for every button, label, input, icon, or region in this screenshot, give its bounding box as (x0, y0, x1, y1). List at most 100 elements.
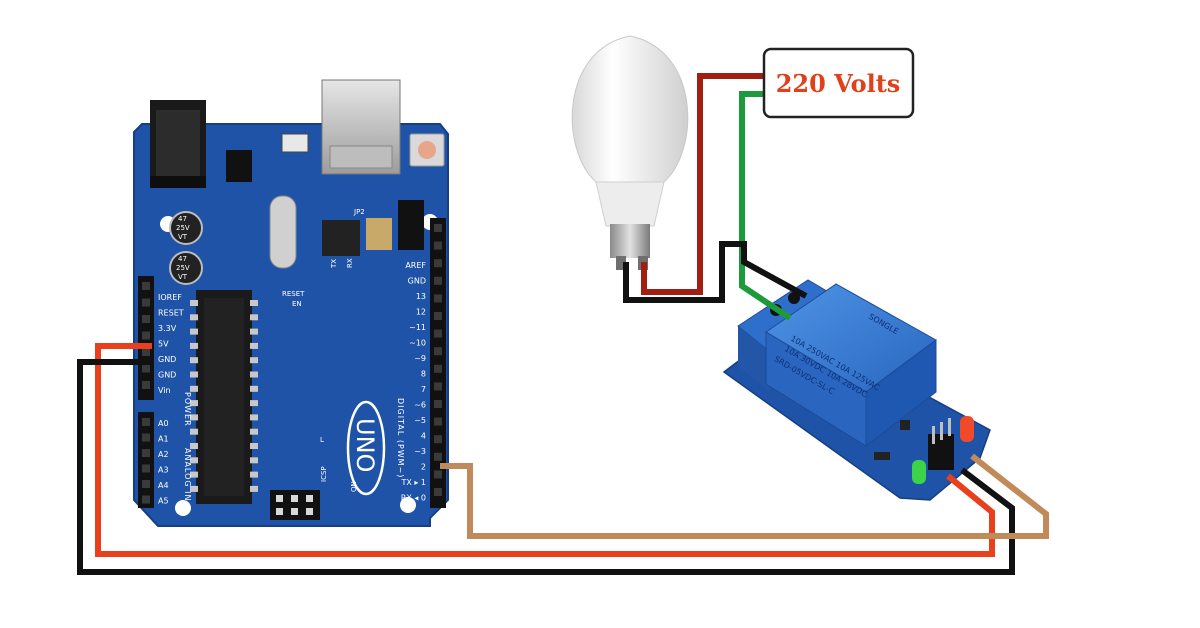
pin-label: 3.3V (158, 324, 177, 333)
chip-pin (250, 328, 258, 335)
atmega328p-chip (190, 290, 258, 504)
bulb-globe (571, 35, 689, 183)
pin-label: RESET (158, 309, 184, 318)
pin-label: 13 (416, 292, 426, 301)
cap-label-line: VT (178, 273, 188, 281)
wires (77, 73, 1049, 575)
pin-label: GND (158, 355, 176, 364)
icsp-pin (291, 508, 298, 515)
header-hole (142, 495, 150, 504)
header-hole (434, 224, 442, 232)
power-source-label: 220 Volts (776, 69, 901, 98)
smd-component (900, 420, 910, 430)
header-hole (434, 259, 442, 268)
icsp-pin (276, 495, 283, 502)
chip-pin (250, 371, 258, 378)
pin-label: GND (408, 277, 426, 286)
bulb-pin (616, 256, 626, 270)
pin-label: A0 (158, 419, 169, 428)
chip-pin (190, 342, 198, 349)
chip-pin (190, 357, 198, 364)
power-source-box: 220 Volts (762, 47, 915, 119)
pin-label: Vin (158, 386, 171, 395)
pin-label: GND (158, 371, 176, 380)
header-hole (142, 433, 150, 442)
power-header (138, 276, 154, 400)
header-hole (434, 470, 442, 479)
header-hole (142, 315, 150, 323)
header-hole (142, 348, 150, 356)
header-hole (434, 276, 442, 285)
power-section-label: POWER (183, 392, 192, 427)
voltage-regulator (226, 150, 252, 182)
chip-pin (250, 443, 258, 449)
pin-label: A5 (158, 497, 169, 506)
pin-label: RX ◂ 0 (401, 494, 426, 503)
icsp-pin (306, 495, 313, 502)
pin-label: ~6 (414, 401, 426, 410)
pin-label: ~10 (409, 339, 426, 348)
dc-barrel-jack (150, 100, 206, 188)
bulb-base (610, 224, 650, 258)
header-hole (434, 382, 442, 391)
tx-label: TX (330, 259, 338, 269)
header-hole (434, 294, 442, 303)
pin-label: ~3 (414, 447, 426, 456)
header-hole (434, 452, 442, 461)
chip-pin (250, 357, 258, 364)
header-hole (142, 364, 150, 373)
rx-label: RX (346, 258, 354, 268)
analog-section-label: ANALOG IN (183, 448, 192, 501)
relay-header-pins (928, 418, 954, 470)
smd-component (874, 452, 890, 460)
header-hole (142, 381, 150, 389)
icsp-header (270, 490, 320, 520)
pin-label: A2 (158, 450, 169, 459)
header-hole (142, 418, 150, 426)
wire-black-gnd (77, 359, 1015, 575)
pin-label: 5V (158, 340, 169, 349)
pin-label: TX ▸ 1 (400, 478, 426, 487)
cap-label-line: 47 (178, 255, 187, 263)
pin-label: A1 (158, 435, 169, 444)
pin-label: AREF (405, 261, 426, 270)
icsp-pin (291, 495, 298, 502)
wire-green (739, 91, 792, 321)
pin-label: 4 (421, 432, 426, 441)
header-hole (434, 312, 442, 320)
crystal-oscillator (269, 195, 297, 269)
chip-pin (190, 457, 198, 464)
header-hole (142, 464, 150, 473)
digital-section-label: DIGITAL (PWM~) (396, 398, 405, 478)
fuse (281, 133, 309, 153)
chip-pin (250, 471, 258, 478)
header-hole (434, 347, 442, 356)
header-hole (434, 400, 442, 408)
chip-pin (250, 342, 258, 349)
header-hole (434, 329, 442, 338)
pin-label: 12 (416, 308, 426, 317)
l-label: L (320, 436, 324, 444)
capacitor: 47 25V VT (169, 251, 203, 285)
chip-pin (250, 314, 258, 321)
header-hole (142, 298, 150, 307)
capacitor: 47 25V VT (169, 211, 203, 245)
usb-controller-chip (322, 220, 360, 256)
chip-pin (190, 400, 198, 407)
header-hole (142, 449, 150, 457)
light-bulb (571, 35, 689, 270)
icsp-pin (306, 508, 313, 515)
chip-pin (190, 443, 198, 449)
pin-label: A4 (158, 481, 169, 490)
cap-label-line: 25V (176, 224, 190, 232)
icsp-pin (276, 508, 283, 515)
en-label: EN (292, 300, 302, 308)
wire-brown-signal (440, 453, 1049, 539)
mounting-hole (400, 497, 416, 513)
on-label: ON (350, 481, 358, 492)
header-hole (434, 435, 442, 444)
header-hole (434, 488, 442, 496)
chip-pin (250, 414, 258, 421)
pin-label: ~11 (409, 323, 426, 332)
cap-label-line: 47 (178, 215, 187, 223)
